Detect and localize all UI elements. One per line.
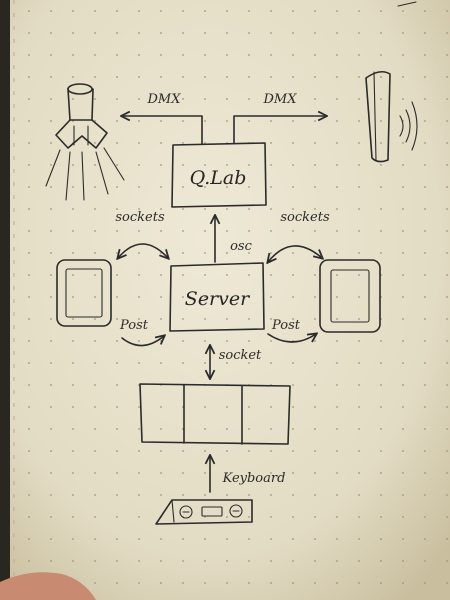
tablet-left-icon xyxy=(56,259,112,327)
post-right-label: Post xyxy=(271,318,301,333)
display-panels xyxy=(139,383,291,445)
keyboard-edge: Keyboard xyxy=(210,456,286,493)
sockets-right-edge: sockets xyxy=(268,210,330,262)
dmx-right-label: DMX xyxy=(263,92,298,107)
keyboard-device-icon xyxy=(155,499,253,525)
qlab-label: Q.Lab xyxy=(190,167,247,189)
dmx-left-edge: DMX xyxy=(122,92,203,145)
dmx-right-edge: DMX xyxy=(233,92,326,144)
post-right-edge: Post xyxy=(267,318,316,343)
corner-mark xyxy=(397,1,417,7)
server-label: Server xyxy=(185,288,251,310)
socket-bottom-label: socket xyxy=(219,348,262,363)
osc-label: osc xyxy=(230,239,252,254)
stage-light-icon xyxy=(45,83,125,201)
post-left-edge: Post xyxy=(119,318,164,347)
dmx-left-label: DMX xyxy=(147,92,182,107)
post-left-label: Post xyxy=(119,318,149,333)
server-node: Server xyxy=(169,262,265,332)
tablet-right-icon xyxy=(319,259,381,333)
osc-edge: osc xyxy=(215,216,253,263)
sockets-left-edge: sockets xyxy=(115,210,168,258)
speaker-icon xyxy=(365,70,418,163)
sockets-right-label: sockets xyxy=(280,210,330,225)
socket-bottom-edge: socket xyxy=(210,346,262,378)
thumb xyxy=(0,572,96,600)
keyboard-label: Keyboard xyxy=(222,471,286,486)
sockets-left-label: sockets xyxy=(115,210,165,225)
